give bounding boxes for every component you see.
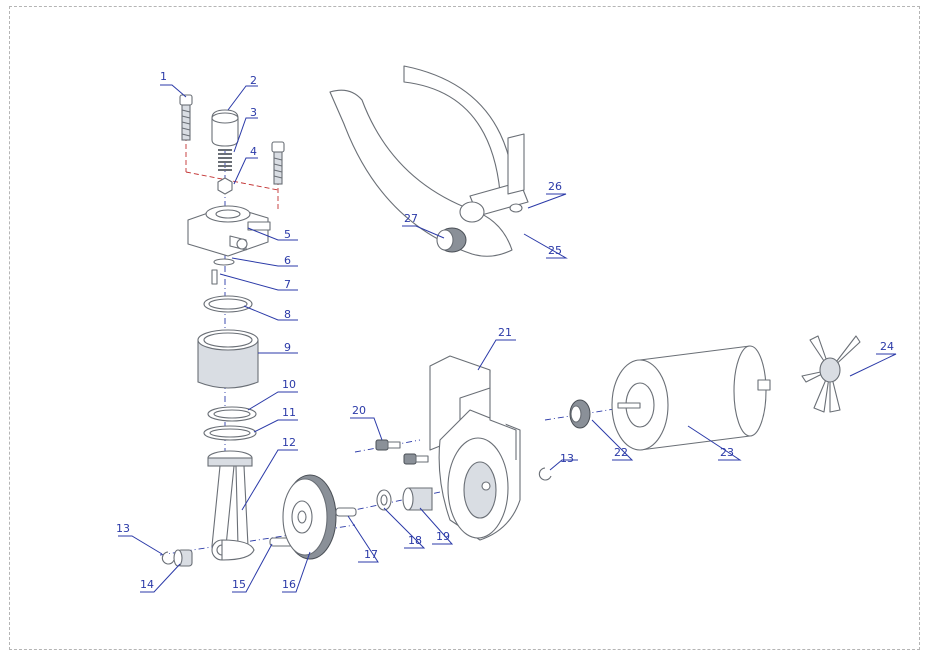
part-10-ring [207,406,257,422]
part-16-gear [282,474,337,560]
callout-5: 5 [284,228,291,241]
part-13-clip [161,467,552,565]
callout-1: 1 [160,70,167,83]
callout-24: 24 [880,340,894,353]
part-17-pin [335,507,357,517]
callout-4: 4 [250,145,257,158]
part-25-frame [329,65,529,257]
leader-lines [118,84,897,593]
callout-6: 6 [284,254,291,267]
callout-15: 15 [232,578,246,591]
part-8-gasket [203,295,253,313]
part-12-connecting-rod [207,450,255,561]
callout-14: 14 [140,578,154,591]
part-7-pin [211,269,218,285]
part-23-motor [611,345,771,451]
part-21-housing [429,355,521,541]
callout-2: 2 [250,74,257,87]
callout-21: 21 [498,326,512,339]
callout-18: 18 [408,534,422,547]
part-14-bushing [173,549,193,567]
part-20-screws [375,439,429,465]
part-19-sleeve [402,487,433,511]
part-1-screw [179,94,193,141]
callout-7: 7 [284,278,291,291]
part-11-ring [203,425,257,441]
part-4-nut [217,177,233,195]
part-18-washer [376,489,392,511]
part-24-fan [801,335,861,413]
callout-17: 17 [364,548,378,561]
callout-3: 3 [250,106,257,119]
callout-26: 26 [548,180,562,193]
part-26-clamp [507,133,525,213]
part-27-knob [436,227,467,253]
part-6-pin [213,258,235,266]
callout-27: 27 [404,212,418,225]
drawing-frame [9,6,920,650]
callout-8: 8 [284,308,291,321]
callout-16: 16 [282,578,296,591]
part-1-screw-b [271,141,285,185]
callout-10: 10 [282,378,296,391]
callout-9: 9 [284,341,291,354]
callout-13: 13 [116,522,130,535]
callout-labels: 1 2 3 4 5 6 7 8 9 10 11 12 13 13 14 15 1… [116,70,894,591]
part-9-cylinder [197,329,259,389]
part-2-cap [211,109,239,147]
callout-19: 19 [436,530,450,543]
part-3-spring [218,149,232,171]
callout-25: 25 [548,244,562,257]
callout-20: 20 [352,404,366,417]
callout-23: 23 [720,446,734,459]
callout-11: 11 [282,406,296,419]
part-5-carburetor [187,205,271,257]
callout-13b: 13 [560,452,574,465]
callout-22: 22 [614,446,628,459]
part-22-pinion [569,399,591,429]
callout-12: 12 [282,436,296,449]
